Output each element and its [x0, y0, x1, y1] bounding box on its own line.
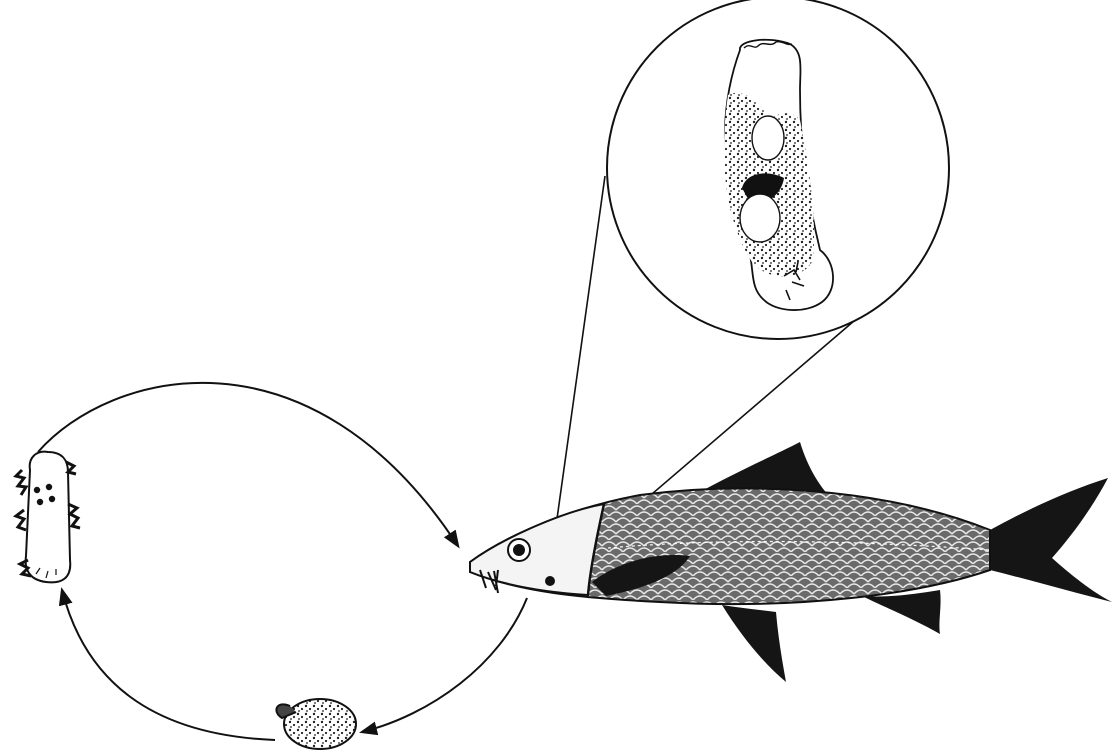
eyespot — [34, 487, 40, 493]
pelvic-fin — [862, 590, 941, 634]
oncomiracidium-larva — [16, 452, 80, 583]
parasite-site — [545, 576, 555, 586]
eyespot — [46, 484, 52, 490]
fish-head — [470, 504, 604, 595]
tail-fin — [990, 478, 1112, 602]
eyespot — [49, 496, 55, 502]
egg — [276, 699, 356, 749]
arrow-egg-to-larva — [62, 590, 275, 740]
host-fish — [470, 442, 1112, 682]
lifecycle-arrows — [38, 383, 527, 740]
eyespot — [37, 499, 43, 505]
arrow-larva-to-fish — [38, 383, 458, 546]
magnified-view — [607, 0, 949, 339]
testis — [740, 194, 780, 242]
arrow-fish-to-egg — [362, 598, 527, 732]
pharynx — [752, 116, 784, 160]
anal-fin — [722, 605, 786, 682]
